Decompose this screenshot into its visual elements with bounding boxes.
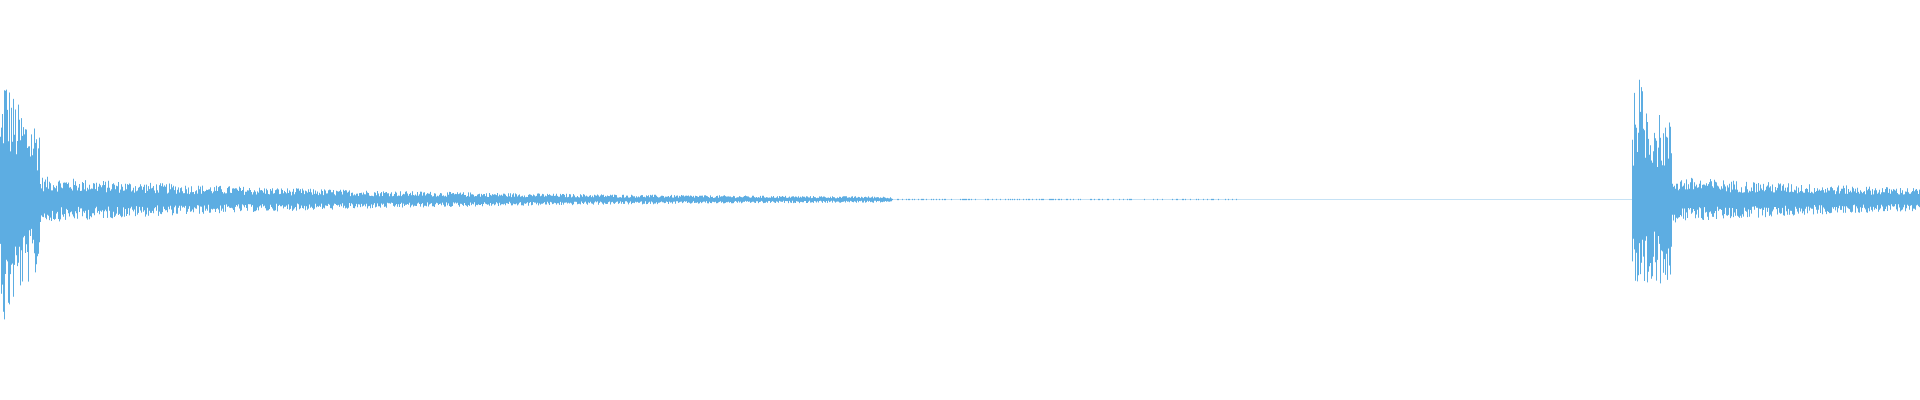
waveform-group	[0, 79, 1920, 320]
waveform-body	[1632, 79, 1920, 284]
waveform-clip-hit-1[interactable]	[0, 89, 1237, 320]
waveform-body	[0, 89, 892, 320]
waveform-tail	[892, 198, 1237, 201]
waveform-clip-hit-2[interactable]	[1632, 79, 1920, 284]
